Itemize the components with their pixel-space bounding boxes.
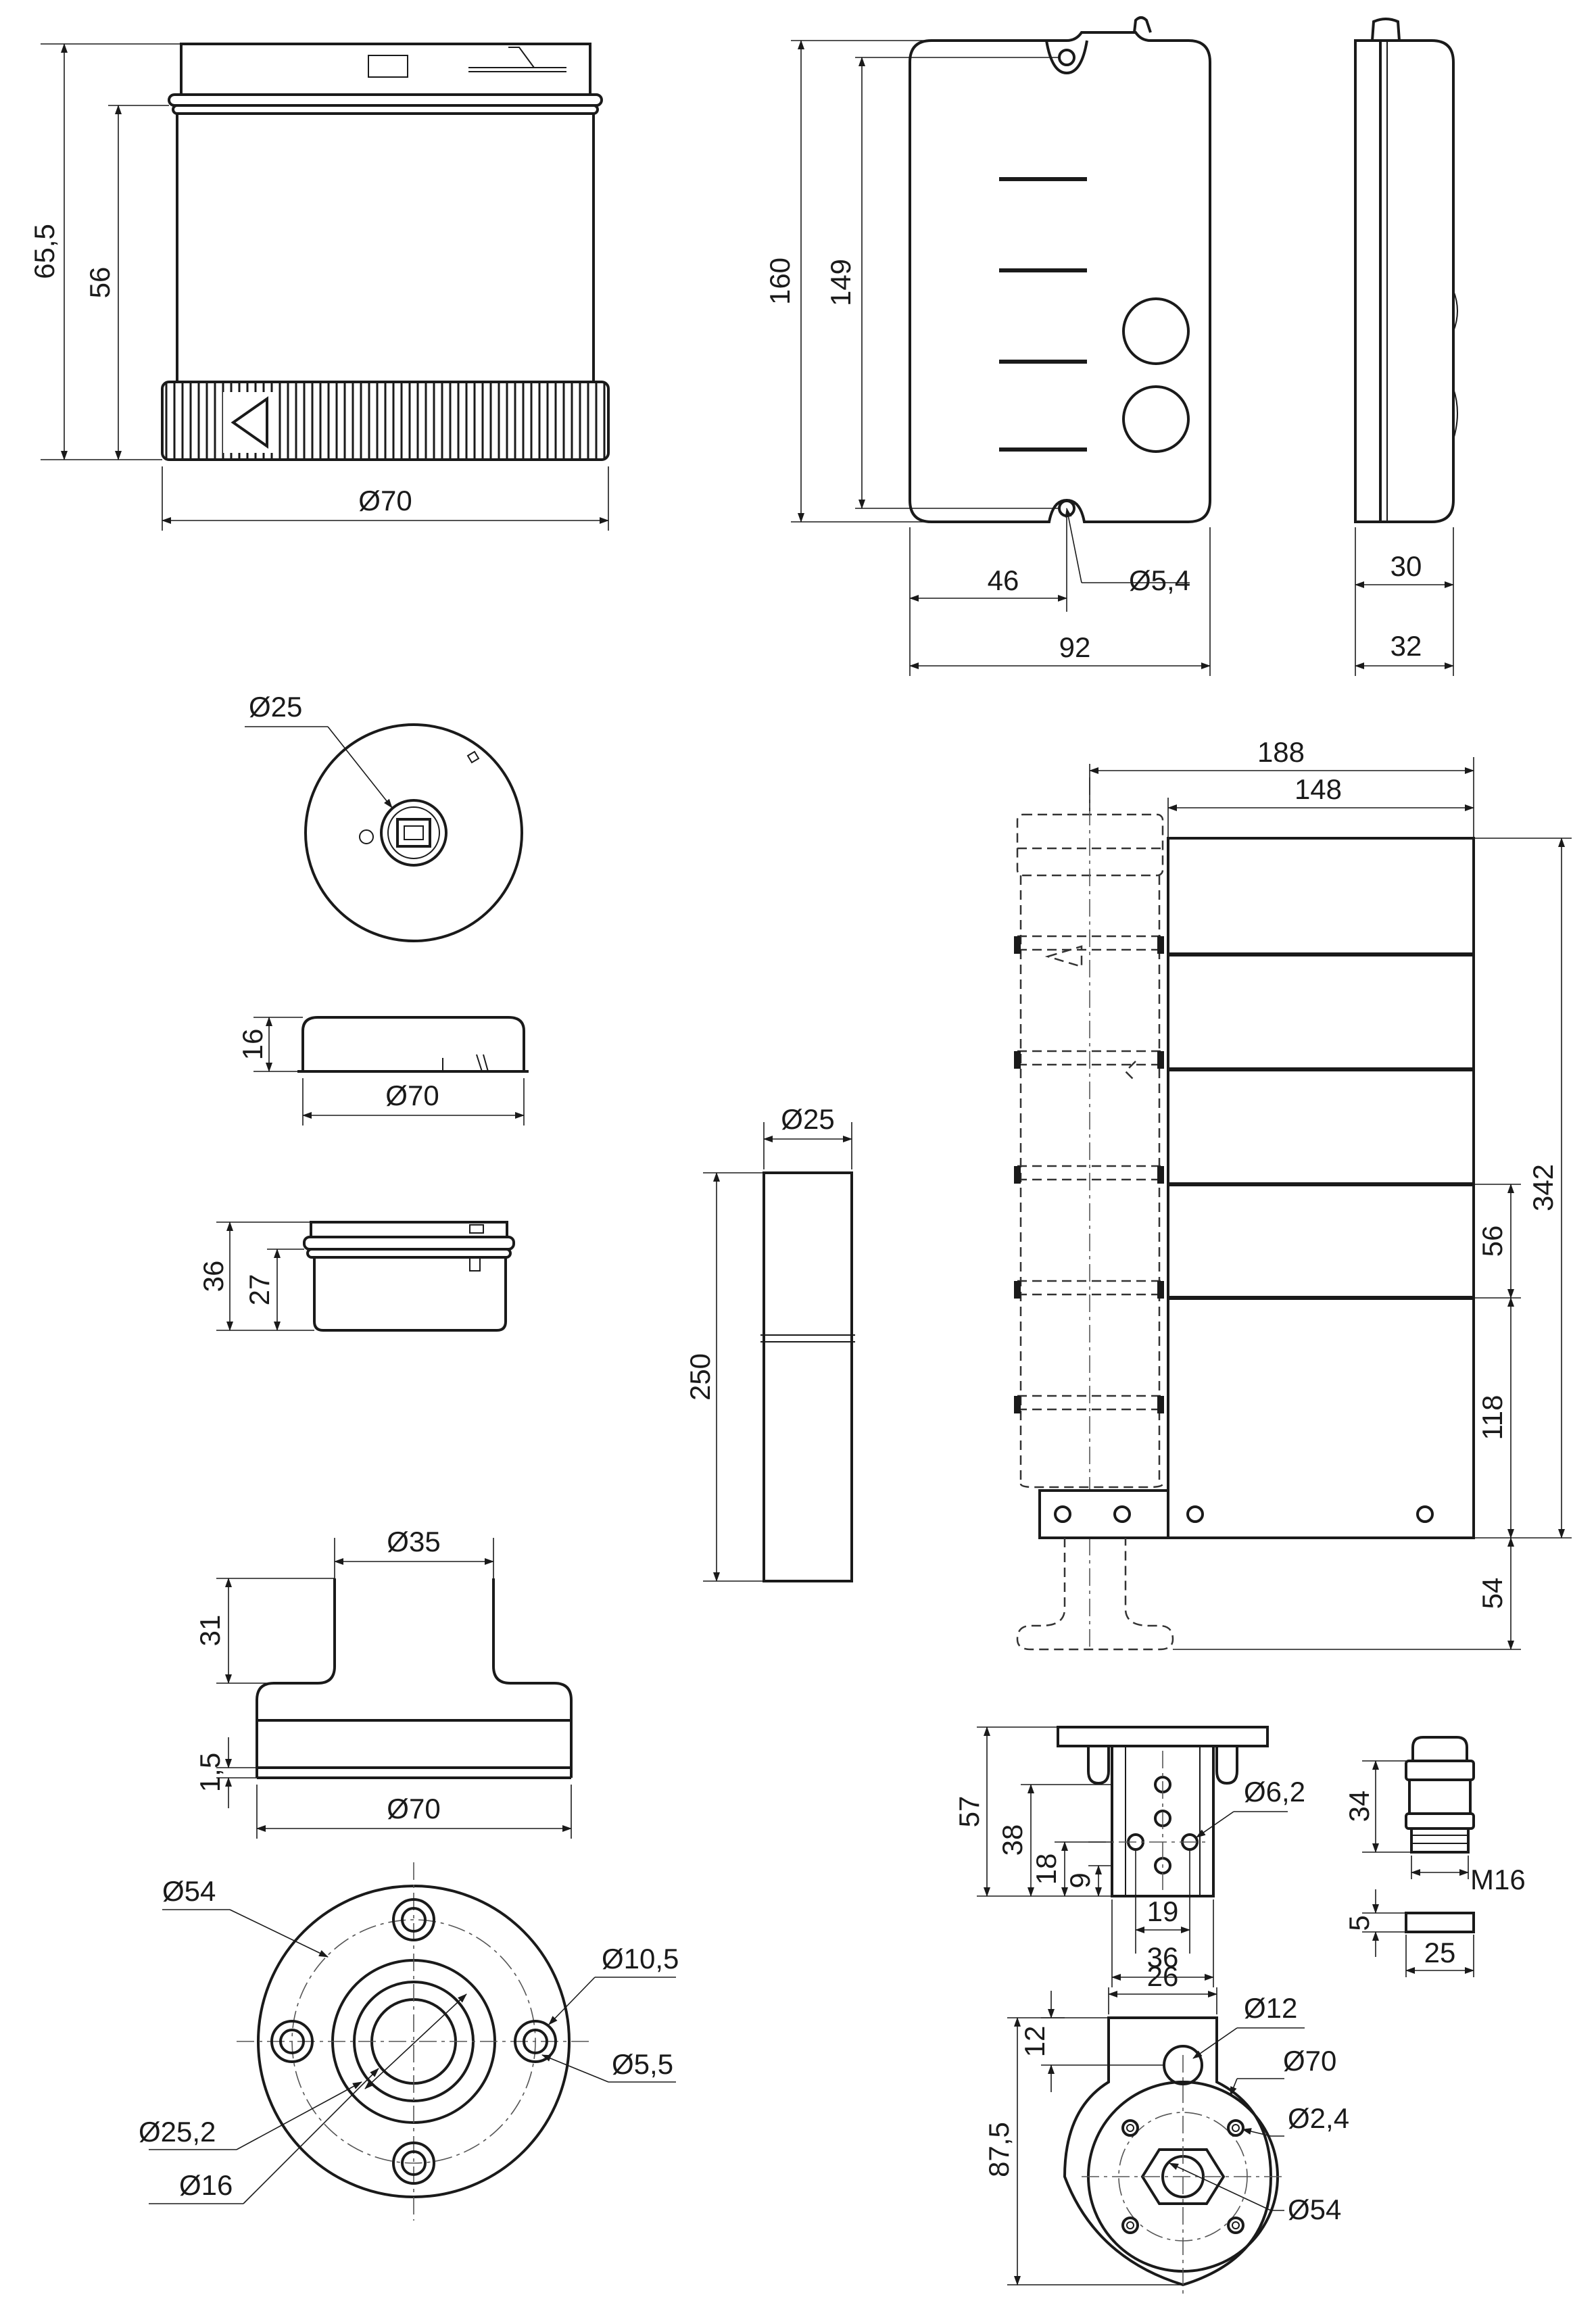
dim-148: 148 <box>1295 773 1342 805</box>
light-module-view: 65,5 56 Ø70 <box>28 43 610 531</box>
dim-38: 38 <box>996 1824 1028 1856</box>
usb-module-view: Ø25 <box>245 691 523 942</box>
dim-d25-tube: Ø25 <box>781 1103 834 1135</box>
dim-25-gland: 25 <box>1424 1937 1456 1968</box>
wall-box-front-view: 160 149 46 Ø5,4 92 <box>764 16 1211 676</box>
dim-149: 149 <box>825 259 856 306</box>
dim-56-stack: 56 <box>1476 1226 1508 1257</box>
dim-342: 342 <box>1527 1164 1559 1211</box>
dim-92: 92 <box>1059 631 1091 663</box>
dim-57: 57 <box>953 1796 985 1828</box>
dim-d70-cap: Ø70 <box>385 1080 439 1111</box>
dim-d10-5: Ø10,5 <box>602 1943 679 1975</box>
dim-d25-2: Ø25,2 <box>139 2116 216 2148</box>
dim-9: 9 <box>1064 1872 1096 1888</box>
end-cap-view: 16 Ø70 <box>237 1016 529 1125</box>
dim-56: 56 <box>84 267 116 299</box>
connection-module-view: 36 27 <box>197 1221 515 1332</box>
dim-32: 32 <box>1391 630 1422 662</box>
base-side-view: Ø35 31 1,5 Ø70 <box>194 1526 573 1839</box>
dim-d35: Ø35 <box>387 1526 440 1557</box>
dim-5: 5 <box>1343 1915 1375 1931</box>
dim-d25: Ø25 <box>249 691 302 723</box>
dim-d5-5: Ø5,5 <box>612 2048 673 2080</box>
dim-1-5: 1,5 <box>194 1753 226 1792</box>
dim-118: 118 <box>1476 1395 1508 1441</box>
dim-d16: Ø16 <box>179 2169 233 2201</box>
dim-d54: Ø54 <box>162 1875 216 1907</box>
dim-12: 12 <box>1019 2026 1050 2058</box>
dim-34: 34 <box>1343 1791 1375 1822</box>
dim-18: 18 <box>1030 1854 1062 1885</box>
dim-250: 250 <box>684 1353 716 1401</box>
dim-46: 46 <box>988 564 1019 596</box>
dim-19: 19 <box>1147 1895 1179 1927</box>
dim-d2-4: Ø2,4 <box>1288 2102 1349 2134</box>
dim-87-5: 87,5 <box>983 2122 1015 2177</box>
wall-bracket-view: 57 38 18 9 Ø6,2 19 36 <box>953 1726 1305 1987</box>
dim-d12: Ø12 <box>1244 1992 1297 2024</box>
dim-d54-bracket: Ø54 <box>1288 2194 1341 2225</box>
dim-160: 160 <box>764 258 796 305</box>
cable-gland-view: 34 M16 5 25 <box>1343 1736 1526 1977</box>
dim-16: 16 <box>237 1029 268 1061</box>
dim-d6-2: Ø6,2 <box>1244 1776 1305 1808</box>
dim-54-stack: 54 <box>1476 1578 1508 1609</box>
dim-d5-4: Ø5,4 <box>1129 564 1190 596</box>
tube-view: Ø25 250 <box>684 1103 855 1582</box>
dim-31: 31 <box>194 1615 226 1647</box>
dim-188: 188 <box>1257 736 1305 768</box>
dim-d70: Ø70 <box>358 485 412 516</box>
wall-box-side-view: 30 32 <box>1354 18 1458 676</box>
base-top-view: Ø54 Ø10,5 Ø5,5 Ø25,2 Ø16 <box>139 1862 679 2221</box>
bracket-top-view: 26 Ø12 12 Ø70 Ø2,4 87,5 Ø54 <box>983 1960 1349 2295</box>
dim-26: 26 <box>1147 1960 1179 1992</box>
dim-m16: M16 <box>1470 1864 1526 1895</box>
dim-30: 30 <box>1391 550 1422 582</box>
dim-d70-bracket: Ø70 <box>1283 2045 1336 2077</box>
stack-assembly-view: 188 148 342 56 118 54 <box>1014 736 1572 1651</box>
dim-36-bracket: 36 <box>1147 1941 1179 1973</box>
dim-27: 27 <box>243 1274 275 1306</box>
dim-d70-base: Ø70 <box>387 1793 440 1824</box>
dim-65-5: 65,5 <box>28 224 60 279</box>
dim-36: 36 <box>197 1261 229 1292</box>
